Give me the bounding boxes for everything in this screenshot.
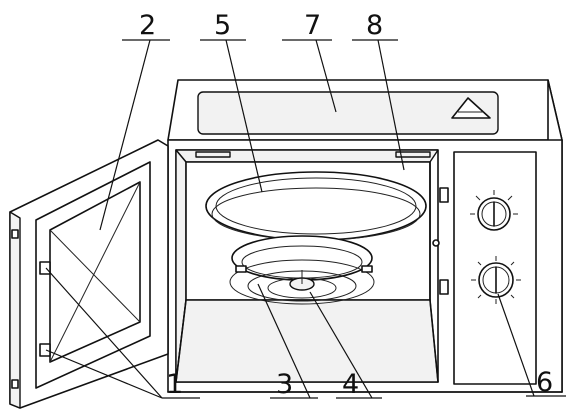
callout-8: 8: [366, 10, 383, 41]
control-panel: [453, 151, 537, 385]
callout-7: 7: [304, 10, 321, 41]
leader-lines: [45, 39, 566, 399]
microwave-door: [9, 139, 169, 409]
callout-4: 4: [342, 369, 359, 400]
callout-3: 3: [276, 369, 293, 400]
callout-labels: 1 2 3 4 5 6 7 8: [139, 10, 553, 400]
callout-6: 6: [536, 367, 553, 398]
glass-tray: [205, 171, 427, 241]
callout-2: 2: [139, 10, 156, 41]
top-panel: [197, 91, 499, 135]
callout-5: 5: [214, 10, 231, 41]
callout-1: 1: [166, 369, 183, 400]
roller-ring: [229, 235, 375, 305]
